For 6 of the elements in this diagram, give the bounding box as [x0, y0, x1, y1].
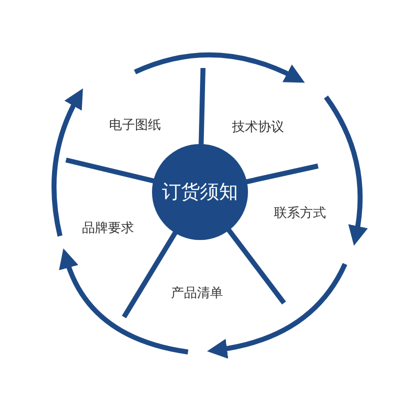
sector-label: 产品清单: [171, 284, 223, 302]
sector-label: 品牌要求: [82, 219, 134, 237]
sector-label: 技术协议: [232, 118, 284, 136]
center-title: 订货须知: [162, 180, 238, 205]
sector-label: 联系方式: [274, 204, 326, 222]
sector-label: 电子图纸: [109, 116, 161, 134]
